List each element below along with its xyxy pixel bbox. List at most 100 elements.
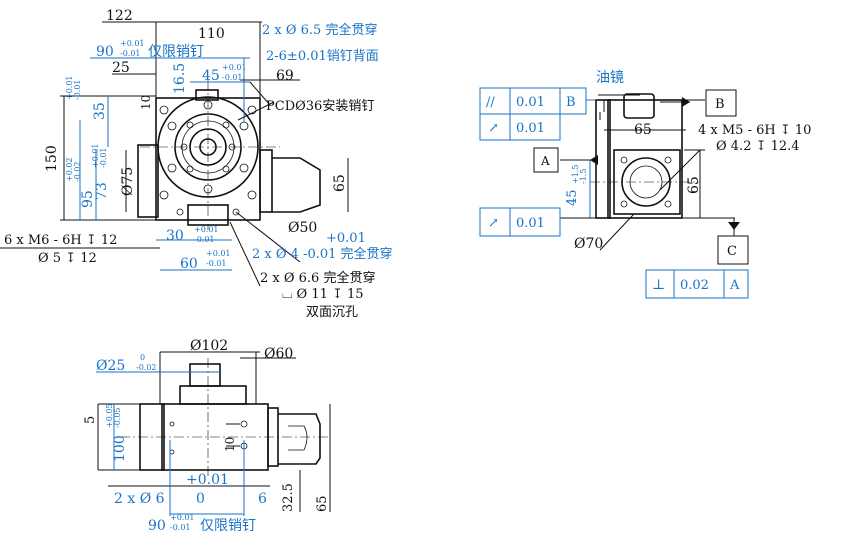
datum-a-label: A: [540, 154, 550, 168]
front-note-hole-4: 2 x Ø 4 -0.01 完全贯穿: [252, 246, 393, 262]
front-tol-left-lower: -0.01: [73, 79, 82, 100]
fcf-perpendicularity: ⊥ 0.02 A: [645, 269, 749, 299]
bottom-note-2x6-b: 6: [258, 491, 267, 507]
front-motor-adapter: [272, 157, 321, 213]
front-dim-30: 30: [166, 228, 184, 244]
front-note-m6-b: Ø 5 ↧ 12: [38, 251, 97, 266]
front-note-double-sided: 双面沉孔: [306, 305, 358, 320]
datum-a-box: [533, 147, 559, 173]
fcf-parallelism-value: 0.01: [516, 95, 545, 110]
side-dim-65-right: 65: [686, 176, 702, 194]
fcf-perpendicularity-symbol: ⊥: [652, 277, 665, 293]
front-note-pcd: PCDØ36安装销钉: [266, 99, 374, 114]
bottom-dim-65: 65: [315, 495, 330, 512]
side-note-m5-b: Ø 4.2 ↧ 12.4: [716, 139, 800, 154]
bottom-tol-90-lower: -0.01: [170, 523, 191, 532]
front-tol-30-lower: -0.01: [194, 235, 215, 244]
datum-b-box: [705, 89, 737, 117]
front-dim-95: 95: [80, 190, 96, 208]
bottom-motor-adapter: [278, 413, 321, 465]
fcf-runout-upper: ↗ 0.01: [479, 113, 561, 141]
front-tol-90-upper: +0.01: [120, 39, 145, 48]
side-note-m5-a: 4 x M5 - 6H ↧ 10: [698, 123, 811, 138]
front-note-counterbore: ⌴ Ø 11 ↧ 15: [282, 287, 364, 302]
datum-b-triangle: [682, 97, 690, 107]
front-left-boss: [137, 144, 159, 218]
front-tol-60-upper: +0.01: [206, 249, 231, 258]
fcf-parallelism: // 0.01 B: [479, 87, 596, 115]
front-dim-90: 90: [96, 44, 114, 60]
bottom-dim-phi25: Ø25: [96, 358, 125, 374]
side-oil-sight: [623, 93, 655, 119]
bottom-dim-90: 90: [148, 518, 166, 534]
front-note-m6-a: 6 x M6 - 6H ↧ 12: [4, 233, 117, 248]
front-tol-73-lower: -0.01: [99, 147, 108, 168]
front-dim-phi50: Ø50: [288, 220, 317, 236]
bottom-dim-100: 100: [112, 435, 128, 462]
side-dim-phi70: Ø70: [574, 236, 603, 252]
bottom-dim-5: 5: [83, 416, 98, 424]
fcf-runout-lower: ↗ 0.01: [479, 207, 561, 237]
front-tol-95-lower: -0.02: [73, 161, 82, 182]
fcf-runout-upper-value: 0.01: [516, 121, 545, 136]
bottom-tol-25-upper: 0: [140, 353, 145, 362]
front-dim-35: 35: [92, 102, 108, 120]
front-dim-65: 65: [332, 174, 348, 192]
fcf-runout-lower-value: 0.01: [516, 216, 545, 231]
front-dim-25: 25: [112, 60, 130, 76]
side-tol-45-upper: +1.5: [571, 165, 580, 184]
front-note-hole-6-6: 2 x Ø 6.6 完全贯穿: [260, 270, 375, 286]
bottom-dim-10: 10: [223, 437, 237, 452]
front-dim-phi75: Ø75: [120, 167, 136, 196]
bottom-dim-32-5: 32.5: [281, 483, 296, 512]
fcf-runout-lower-symbol: ↗: [488, 216, 499, 231]
side-dim-45: 45: [565, 189, 580, 206]
front-note-hole-6-5: 2 x Ø 6.5 完全贯穿: [262, 22, 377, 38]
bottom-coupling: [288, 425, 308, 451]
datum-a-triangle: [590, 155, 598, 165]
front-tol-95-upper: +0.02: [65, 157, 74, 182]
front-tol-45-lower: -0.01: [222, 73, 243, 82]
front-dim-60: 60: [180, 256, 198, 272]
front-flange: [259, 149, 273, 213]
bottom-note-2x6-zero: 0: [196, 491, 205, 507]
side-label-oil-sight: 油镜: [596, 70, 624, 86]
fcf-parallelism-symbol: //: [486, 95, 495, 110]
front-dim-122: 122: [106, 8, 133, 24]
bottom-tol-5-upper: +0.05: [105, 403, 114, 428]
datum-c-box: [717, 235, 749, 265]
front-tol-73-upper: +0.01: [91, 143, 100, 168]
front-dim-150: 150: [44, 145, 60, 172]
front-dim-10: 10: [139, 95, 153, 110]
bottom-tol-90-upper: +0.01: [170, 513, 195, 522]
bottom-tol-plus: +0.01: [186, 472, 229, 488]
front-dim-45: 45: [202, 68, 220, 84]
front-tol-30-upper: +0.01: [194, 225, 219, 234]
bottom-tol-25-lower: -0.02: [136, 363, 157, 372]
front-tol-60-lower: -0.01: [206, 259, 227, 268]
front-note-hole-4-tol: +0.01: [326, 231, 366, 246]
fcf-perpendicularity-datum: A: [729, 278, 740, 293]
front-note-90: 仅限销钉: [148, 44, 204, 60]
bottom-dim-phi60: Ø60: [264, 346, 293, 362]
fcf-perpendicularity-value: 0.02: [680, 278, 709, 293]
bottom-dim-phi102: Ø102: [190, 338, 228, 354]
bottom-table-flange: [179, 385, 247, 405]
fcf-parallelism-datum: B: [566, 95, 576, 110]
side-tol-45-lower: -1.5: [579, 169, 588, 184]
front-dim-69: 69: [276, 68, 294, 84]
bottom-tol-5-lower: -0.05: [113, 407, 122, 428]
fcf-runout-upper-symbol: ↗: [488, 121, 499, 136]
bottom-note-2x6-a: 2 x Ø 6: [114, 491, 165, 507]
front-note-pin-back: 2-6±0.01销钉背面: [266, 49, 379, 64]
front-dimension-lines: [0, 21, 349, 287]
front-dim-16-5: 16.5: [172, 63, 188, 94]
datum-c-triangle: [728, 222, 740, 230]
bottom-output-shaft: [189, 363, 221, 387]
front-tol-90-lower: -0.01: [120, 49, 141, 58]
front-tol-left-upper: +0.01: [65, 75, 74, 100]
bottom-note-90: 仅限销钉: [200, 518, 256, 534]
front-top-oil-cup: [195, 89, 219, 101]
front-view: 122 110 90 +0.01 -0.01 仅限销钉 2 x Ø 6.5 完全…: [0, 8, 393, 320]
